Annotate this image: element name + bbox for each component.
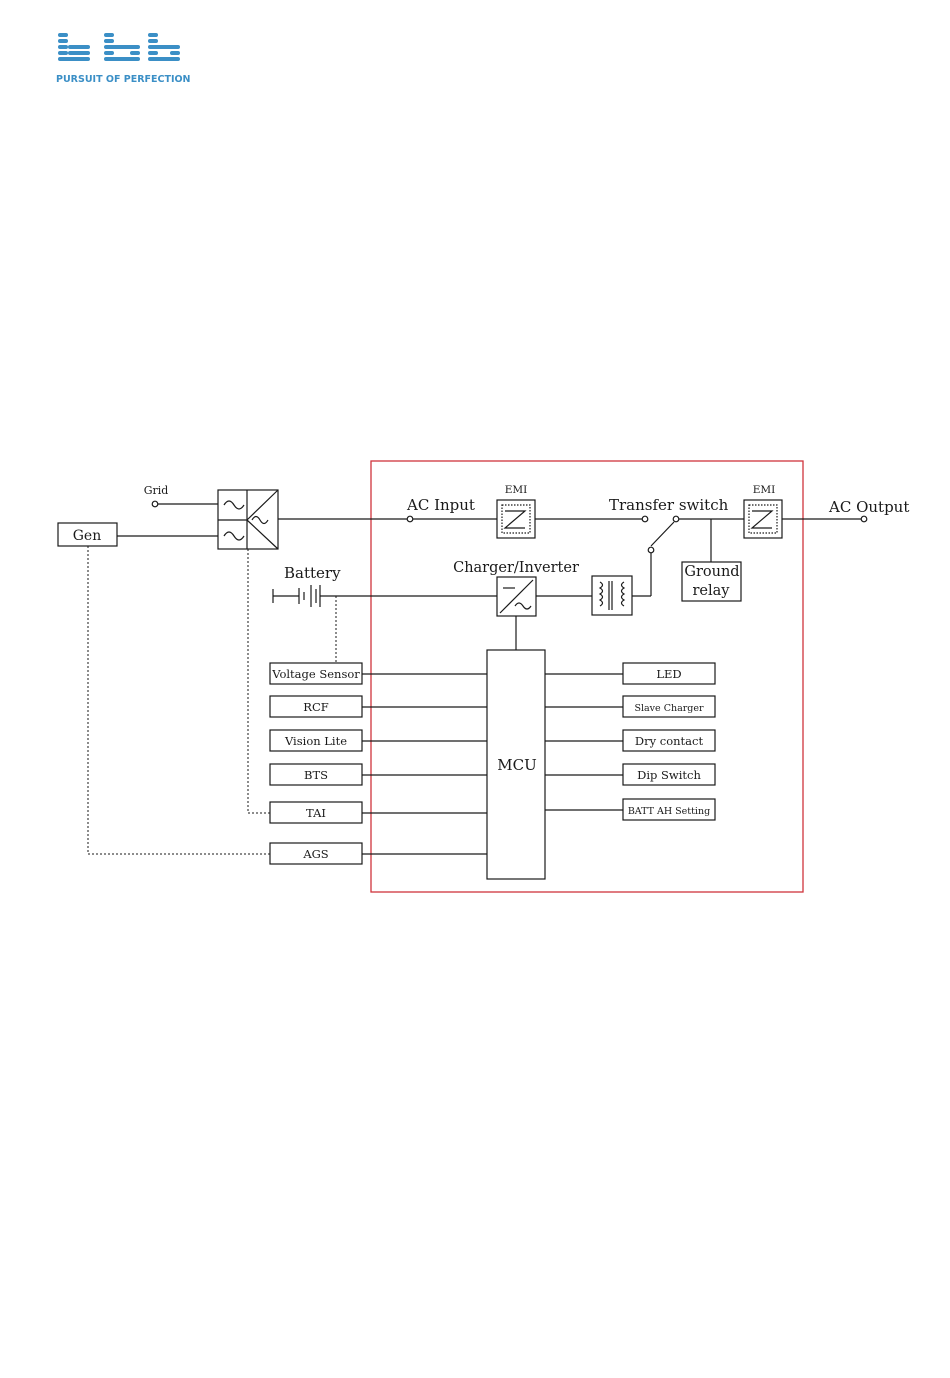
module-label: Dip Switch (637, 768, 701, 782)
gen-label: Gen (73, 528, 102, 544)
module-ags: AGS (270, 843, 487, 864)
gen-box: Gen (58, 523, 218, 546)
module-vision-lite: Vision Lite (270, 730, 487, 751)
ags-control-link (88, 546, 270, 854)
tbb-logo: PURSUIT OF PERFECTION (56, 33, 191, 85)
emi-input-label: EMI (505, 484, 528, 496)
tai-sense-link (248, 549, 270, 813)
ac-output-label: AC Output (828, 498, 909, 516)
brand-tagline: PURSUIT OF PERFECTION (56, 74, 191, 85)
grid-terminal-icon (152, 501, 158, 507)
ground-relay-label: Ground (684, 564, 739, 580)
tbb-logo-mark-icon (58, 33, 180, 61)
transfer-switch-blade (651, 522, 674, 546)
transfer-switch-terminal-icon (673, 516, 679, 522)
module-label: BATT AH Setting (628, 806, 710, 817)
module-label: AGS (302, 847, 328, 861)
module-label: Voltage Sensor (271, 667, 360, 681)
module-label: BTS (304, 768, 328, 782)
ground-relay-box: Ground relay (682, 562, 741, 601)
emi-output-filter: EMI (744, 484, 782, 538)
charger-inverter: Charger/Inverter (453, 560, 579, 616)
battery-label: Battery (284, 564, 341, 582)
ground-relay-label: relay (693, 583, 731, 599)
module-bts: BTS (270, 764, 487, 785)
inverter-boundary-frame (371, 461, 803, 892)
module-slave-charger: Slave Charger (545, 696, 715, 717)
battery-icon (273, 585, 320, 607)
charger-inverter-label: Charger/Inverter (453, 560, 579, 576)
emi-output-label: EMI (753, 484, 776, 496)
module-label: TAI (306, 806, 326, 820)
grid-source: Grid (144, 484, 218, 507)
module-tai: TAI (270, 802, 487, 823)
module-label: LED (656, 667, 681, 681)
source-ats-box (218, 490, 278, 549)
transfer-switch-label: Transfer switch (609, 496, 729, 514)
grid-label: Grid (144, 484, 169, 497)
transfer-switch-terminal-icon (642, 516, 648, 522)
mcu-block: MCU (487, 650, 545, 879)
module-voltage-sensor: Voltage Sensor (270, 663, 487, 684)
mcu-label: MCU (497, 756, 536, 774)
module-batt-ah-setting: BATT AH Setting (545, 799, 715, 820)
module-dip-switch: Dip Switch (545, 764, 715, 785)
module-label: Dry contact (635, 734, 704, 748)
emi-input-filter: EMI (497, 484, 535, 538)
transformer (592, 576, 632, 615)
module-dry-contact: Dry contact (545, 730, 715, 751)
module-label: Vision Lite (284, 734, 347, 748)
module-label: RCF (303, 700, 328, 714)
module-label: Slave Charger (634, 703, 704, 714)
ac-input-terminal-icon (407, 516, 413, 522)
module-led: LED (545, 663, 715, 684)
ac-output-terminal-icon (861, 516, 867, 522)
module-rcf: RCF (270, 696, 487, 717)
ac-input-label: AC Input (406, 496, 475, 514)
